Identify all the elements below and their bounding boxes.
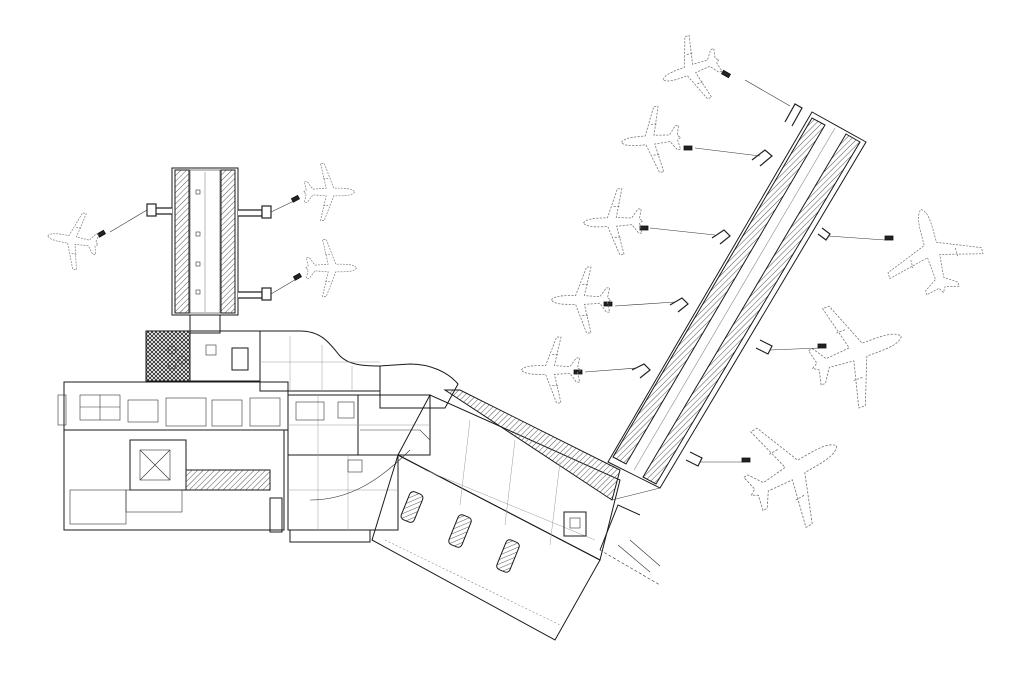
main-terminal [57, 330, 381, 533]
south-hall [371, 389, 621, 641]
diagonal-pier [521, 28, 991, 586]
connector-hall [287, 363, 459, 543]
north-pier [42, 163, 358, 334]
